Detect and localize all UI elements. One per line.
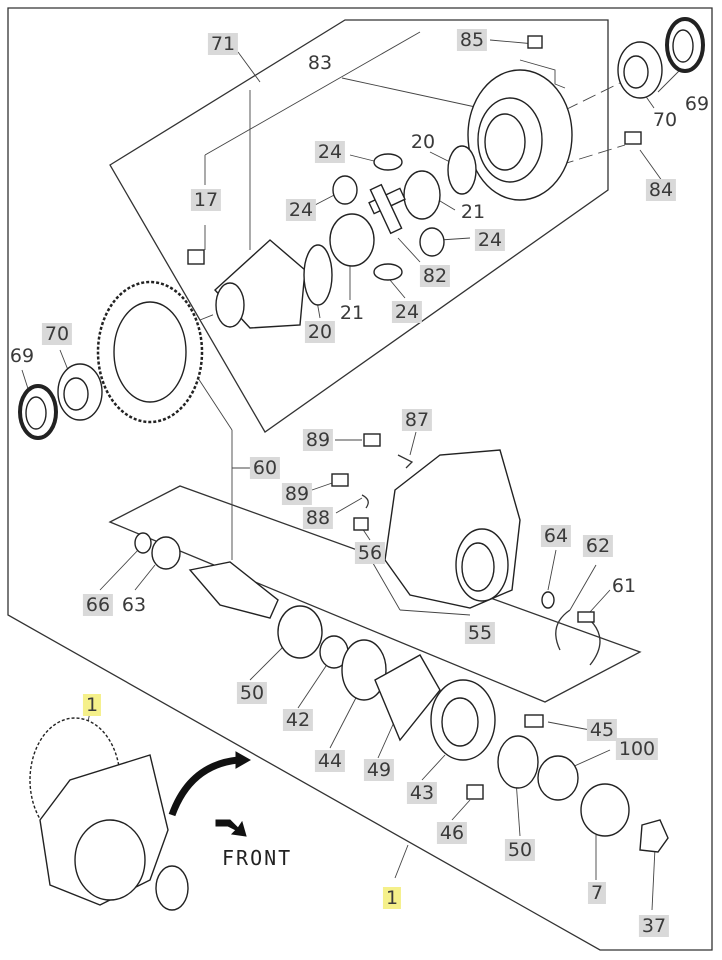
callout-c20b: 20 [304,321,336,343]
pinion-assembly [134,532,669,853]
callout-c71: 71 [207,33,239,55]
bolt-84 [624,131,642,145]
callout-c7: 7 [587,882,607,904]
callout-c62: 62 [582,535,614,557]
callout-c66: 66 [82,594,114,616]
callout-c83: 83 [307,52,333,74]
front-arrow-icon [215,819,247,837]
callout-c1b: 1 [382,887,402,909]
case-half-71 [214,239,306,329]
callout-c37: 37 [638,915,670,937]
callout-c63: 63 [121,594,147,616]
callout-c88: 88 [302,507,334,529]
callout-c50a: 50 [236,682,268,704]
callout-c56: 56 [354,542,386,564]
carrier-housing-55 [384,449,521,609]
callout-c21b: 21 [339,302,365,324]
callout-c70a: 70 [652,109,678,131]
callout-c60: 60 [249,457,281,479]
ring-69-left [18,384,58,440]
bearing-70-top [617,41,663,99]
callout-c17: 17 [190,189,222,211]
hardware-87-89 [331,433,414,531]
rotation-arrow [168,756,239,817]
callout-c1a: 1 [82,694,102,716]
rotation-arrow-head [235,751,252,769]
callout-c84: 84 [645,179,677,201]
callout-c87: 87 [401,409,433,431]
nut-85 [527,35,543,49]
ring-gear [96,280,204,424]
front-label: FRONT [222,846,293,870]
callout-c44: 44 [314,750,346,772]
callout-c24c: 24 [474,229,506,251]
callout-c82: 82 [419,265,451,287]
callout-c69a: 69 [684,93,710,115]
callout-c69b: 69 [9,345,35,367]
callout-c24d: 24 [391,301,423,323]
differential-frame [109,19,609,433]
pinion-frame [108,485,642,703]
diff-gears [303,145,477,306]
callout-c70b: 70 [41,323,73,345]
callout-c46: 46 [436,822,468,844]
complete-differential-assembly [29,717,189,911]
callout-c89a: 89 [302,429,334,451]
clips-61-64 [541,591,601,666]
ring-69-top [665,17,705,73]
callout-c64: 64 [540,525,572,547]
callout-c43: 43 [406,782,438,804]
callout-c20a: 20 [410,131,436,153]
callout-c50b: 50 [504,839,536,861]
bearing-70-left [57,363,103,421]
callout-c49: 49 [363,759,395,781]
callout-c61: 61 [611,575,637,597]
callout-c55: 55 [464,622,496,644]
callout-c21a: 21 [460,201,486,223]
callout-c24b: 24 [285,199,317,221]
callout-c85: 85 [456,29,488,51]
callout-c24a: 24 [314,141,346,163]
assembly-frame [7,7,713,951]
bolt-17 [187,249,205,265]
case-half-83 [467,69,573,201]
callout-c100: 100 [615,738,659,760]
callout-c45: 45 [586,719,618,741]
callout-c42: 42 [282,709,314,731]
callout-c89b: 89 [281,483,313,505]
